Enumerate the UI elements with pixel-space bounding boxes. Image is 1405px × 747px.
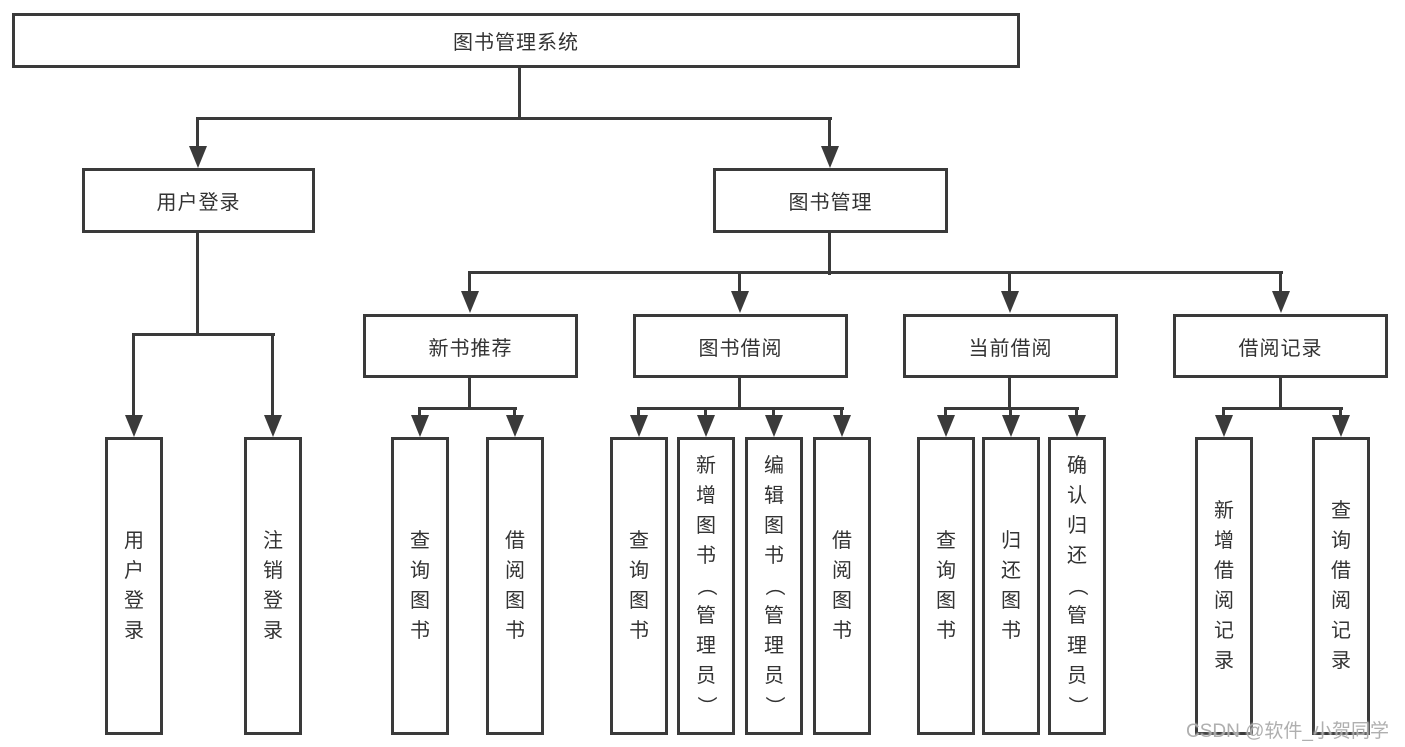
leaf-label: 借阅图书 — [832, 530, 852, 642]
node-label: 图书管理系统 — [453, 32, 579, 54]
arrow-down-marker — [411, 415, 429, 437]
arrow-down-marker — [731, 291, 749, 313]
leaf-query-books: 查询图书 — [610, 437, 668, 735]
node-label: 借阅记录 — [1238, 337, 1323, 360]
node-label: 图书借阅 — [698, 337, 783, 360]
arrow-down-marker — [1068, 415, 1086, 437]
connector-line — [828, 233, 831, 275]
arrow-down-marker — [461, 291, 479, 313]
arrow-down-marker — [264, 415, 282, 437]
arrow-down-marker — [697, 415, 715, 437]
leaf-label: 归还图书 — [1001, 530, 1021, 642]
connector-line — [196, 117, 199, 150]
leaf-label: 编辑图书（管理员） — [763, 455, 785, 716]
node-book-management: 图书管理 — [713, 168, 948, 233]
leaf-borrow-books: 借阅图书 — [813, 437, 871, 735]
arrow-down-marker — [833, 415, 851, 437]
node-book-borrowing: 图书借阅 — [633, 314, 848, 378]
connector-line — [196, 233, 199, 335]
connector-line — [468, 271, 1283, 274]
connector-line — [418, 407, 421, 419]
connector-line — [1222, 407, 1225, 419]
connector-line — [738, 271, 741, 298]
leaf-return-books: 归还图书 — [982, 437, 1040, 735]
leaf-label: 用户登录 — [124, 530, 144, 642]
leaf-add-books-admin: 新增图书（管理员） — [677, 437, 735, 735]
connector-line — [513, 407, 516, 419]
connector-line — [1009, 407, 1012, 419]
arrow-down-marker — [506, 415, 524, 437]
arrow-down-marker — [125, 415, 143, 437]
leaf-query-books: 查询图书 — [391, 437, 449, 735]
connector-line — [828, 117, 831, 150]
leaf-edit-books-admin: 编辑图书（管理员） — [745, 437, 803, 735]
node-new-book-recommend: 新书推荐 — [363, 314, 578, 378]
node-label: 用户登录 — [156, 192, 241, 214]
arrow-down-marker — [937, 415, 955, 437]
leaf-query-borrow-record: 查询借阅记录 — [1312, 437, 1370, 735]
connector-line — [704, 407, 707, 419]
node-borrow-records: 借阅记录 — [1173, 314, 1388, 378]
arrow-down-marker — [765, 415, 783, 437]
arrow-down-marker — [1332, 415, 1350, 437]
leaf-confirm-return-admin: 确认归还（管理员） — [1048, 437, 1106, 735]
connector-line — [132, 333, 275, 336]
leaf-user-login: 用户登录 — [105, 437, 163, 735]
leaf-label: 新增图书（管理员） — [695, 455, 717, 716]
connector-line — [1008, 378, 1011, 410]
node-label: 当前借阅 — [968, 337, 1053, 360]
watermark: CSDN @软件_小贺同学 — [1186, 721, 1389, 742]
leaf-add-borrow-record: 新增借阅记录 — [1195, 437, 1253, 735]
connector-line — [1075, 407, 1078, 419]
connector-line — [637, 407, 844, 410]
arrow-down-marker — [1215, 415, 1233, 437]
arrow-down-marker — [1002, 415, 1020, 437]
connector-line — [1279, 271, 1282, 298]
node-label: 图书管理 — [788, 192, 873, 214]
connector-line — [772, 407, 775, 419]
node-current-borrowing: 当前借阅 — [903, 314, 1118, 378]
node-user-login: 用户登录 — [82, 168, 315, 233]
connector-line — [196, 117, 832, 120]
connector-line — [418, 407, 517, 410]
arrow-down-marker — [189, 146, 207, 168]
leaf-label: 确认归还（管理员） — [1066, 455, 1088, 716]
leaf-label: 查询借阅记录 — [1331, 500, 1351, 672]
connector-line — [1008, 271, 1011, 298]
arrow-down-marker — [630, 415, 648, 437]
arrow-down-marker — [1272, 291, 1290, 313]
connector-line — [944, 407, 947, 419]
leaf-label: 查询图书 — [410, 530, 430, 642]
leaf-label: 查询图书 — [936, 530, 956, 642]
leaf-label: 注销登录 — [263, 530, 283, 642]
node-library-system: 图书管理系统 — [12, 13, 1020, 68]
connector-line — [1222, 407, 1343, 410]
connector-line — [468, 271, 471, 298]
connector-line — [637, 407, 640, 419]
leaf-logout: 注销登录 — [244, 437, 302, 735]
leaf-label: 新增借阅记录 — [1214, 500, 1234, 672]
leaf-query-books: 查询图书 — [917, 437, 975, 735]
arrow-down-marker — [1001, 291, 1019, 313]
connector-line — [738, 378, 741, 410]
connector-line — [132, 333, 135, 420]
node-label: 新书推荐 — [428, 337, 513, 360]
leaf-label: 借阅图书 — [505, 530, 525, 642]
connector-line — [1339, 407, 1342, 419]
arrow-down-marker — [821, 146, 839, 168]
connector-line — [1279, 378, 1282, 410]
connector-line — [271, 333, 274, 420]
leaf-borrow-books: 借阅图书 — [486, 437, 544, 735]
leaf-label: 查询图书 — [629, 530, 649, 642]
connector-line — [468, 378, 471, 410]
connector-line — [518, 68, 521, 119]
connector-line — [840, 407, 843, 419]
